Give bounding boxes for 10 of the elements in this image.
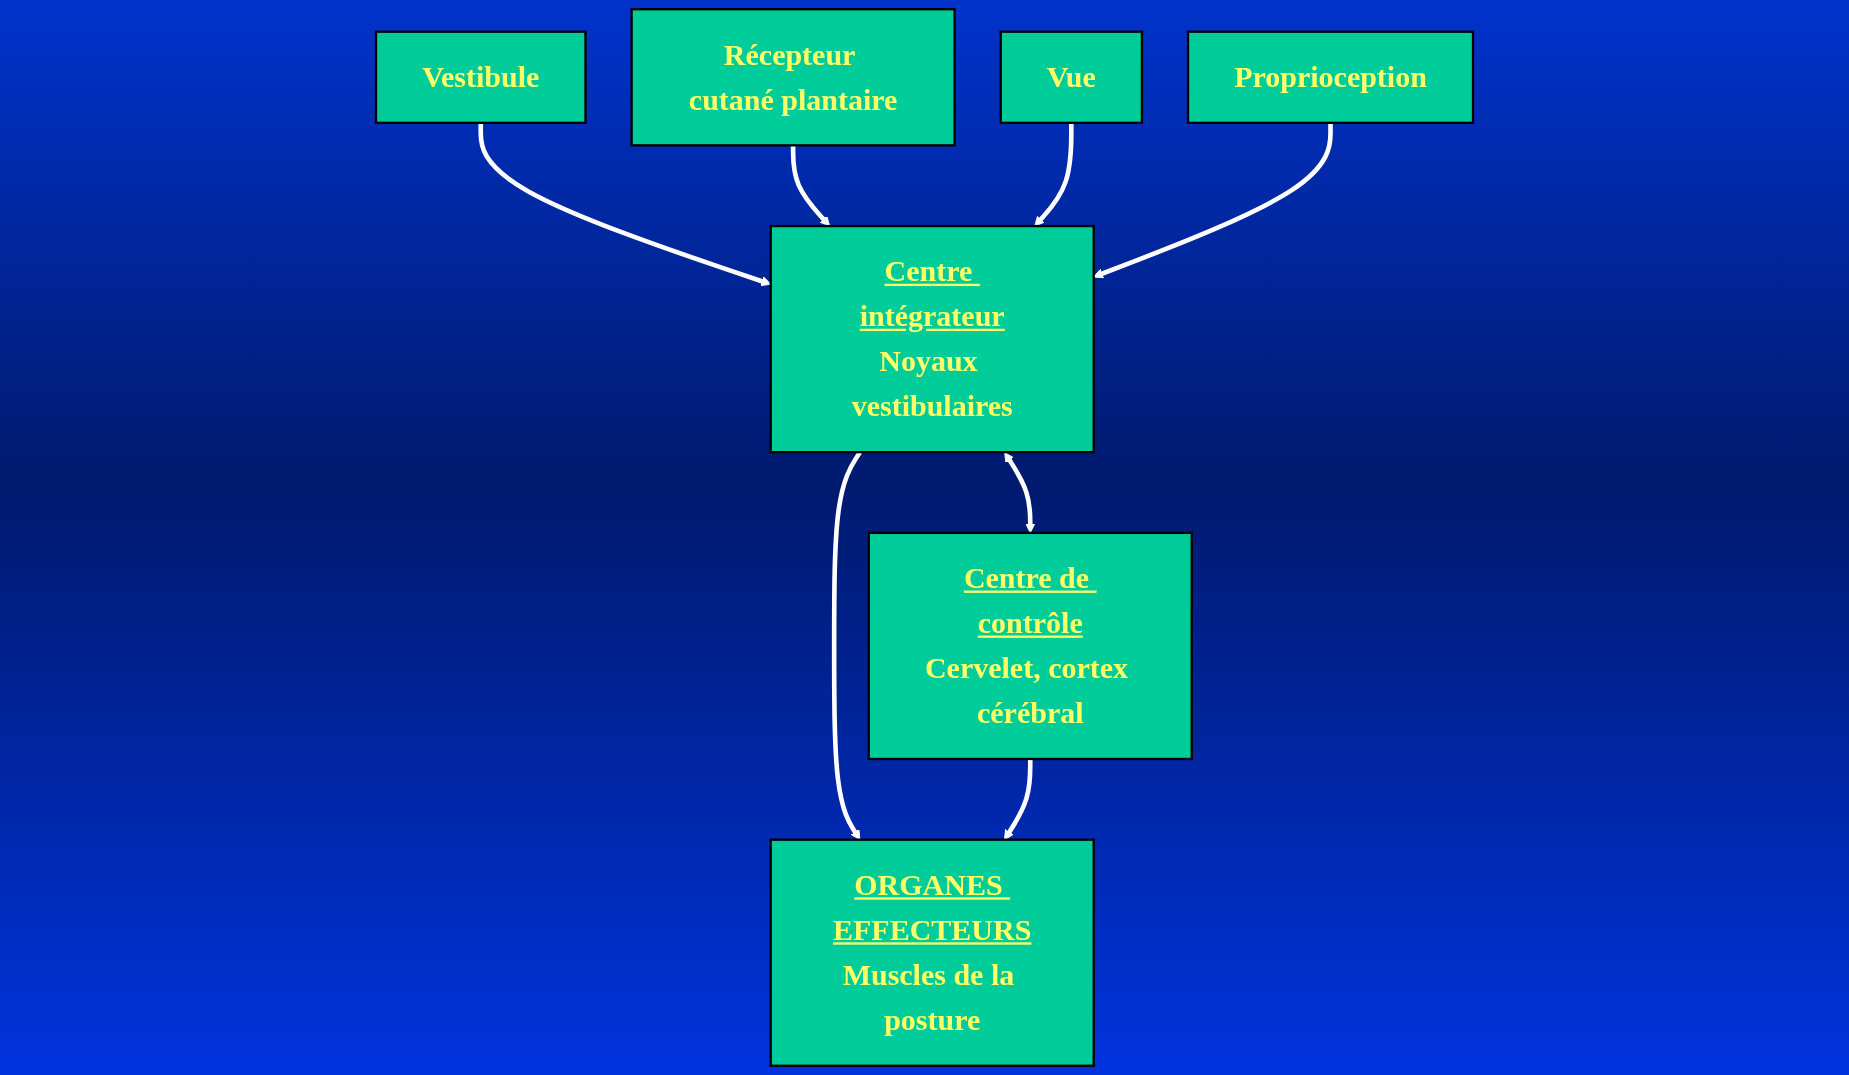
- node-box: Centre intégrateur Noyaux vestibulaires: [769, 224, 1095, 454]
- node-box: Récepteur cutané plantaire: [630, 8, 956, 147]
- arrow: [1093, 122, 1333, 279]
- arrow: [1034, 122, 1074, 227]
- node-box: Proprioception: [1186, 30, 1475, 124]
- node-box: Vestibule: [374, 30, 587, 124]
- node-box: Vue: [999, 30, 1144, 124]
- node-box: Centre de contrôle Cervelet, cortex cérébral: [867, 531, 1193, 761]
- arrow: [790, 145, 831, 227]
- node-box: ORGANES EFFECTEURS Muscles de la posture: [769, 838, 1095, 1067]
